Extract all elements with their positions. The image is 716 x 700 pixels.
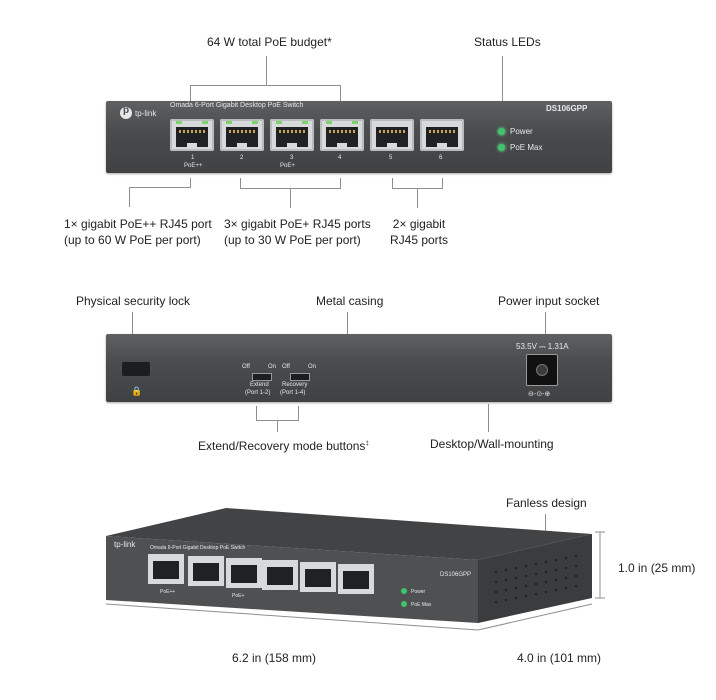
leader-line [417, 188, 418, 208]
power-rating: 53.5V ⎓ 1.31A [516, 342, 569, 351]
ventilation-grille [494, 554, 578, 604]
power-led [498, 128, 505, 135]
tp-link-logo-icon [120, 105, 132, 119]
iso-poe-max-label: PoE Max [411, 602, 432, 608]
recovery-switch[interactable] [290, 373, 310, 381]
poe-max-led-label: PoE Max [510, 143, 543, 152]
iso-poe-max-led [401, 601, 407, 607]
leader-line [190, 85, 191, 101]
dim-depth-line [477, 603, 593, 631]
leader-line [545, 514, 546, 544]
switch2-name: Recovery [282, 382, 308, 388]
poe-plus-plus-label: PoE++ [184, 163, 203, 169]
brand-name: tp-link [135, 108, 157, 118]
callout-mode-buttons: Extend/Recovery mode buttons‡ [198, 439, 369, 453]
iso-power-label: Power [411, 589, 426, 595]
switch-back-panel: 🔒 Off On Extend (Port 1-2) Off On Recove… [106, 334, 612, 402]
leader-line [298, 406, 299, 420]
leader-line [545, 312, 546, 348]
dim-height: 1.0 in (25 mm) [618, 561, 696, 575]
model-number: DS106GPP [546, 104, 588, 113]
leader-line [340, 178, 341, 188]
iso-poe-plus-label: PoE+ [232, 593, 244, 599]
switch2-sub: (Port 1-4) [280, 390, 306, 396]
leader-line [190, 178, 191, 188]
port-number: 2 [240, 155, 244, 161]
callout-security-lock: Physical security lock [76, 294, 191, 308]
switch-isometric-view: tp-link Omada 6-Port Gigabit Desktop PoE… [105, 508, 605, 631]
switch2-off-label: Off [282, 364, 290, 370]
callout-power-socket: Power input socket [498, 294, 600, 308]
switch1-name: Extend [250, 382, 269, 388]
dim-width-line [105, 603, 479, 631]
port-number: 1 [191, 155, 195, 161]
power-socket[interactable] [526, 354, 558, 386]
leader-line [340, 85, 341, 101]
dim-depth: 4.0 in (101 mm) [517, 651, 602, 665]
callout-fanless: Fanless design [506, 496, 587, 510]
iso-brand: tp-link [114, 540, 136, 549]
callout-metal-casing: Metal casing [316, 294, 384, 308]
iso-product-line: Omada 6-Port Gigabit Desktop PoE Switch [150, 545, 246, 551]
security-lock-slot [122, 362, 150, 376]
iso-poe-plus-plus-label: PoE++ [160, 589, 175, 595]
lock-icon: 🔒 [131, 386, 143, 396]
leader-line [277, 420, 278, 432]
polarity-icon: ⊖-⊙-⊕ [528, 391, 551, 398]
rj45-port-6 [420, 119, 464, 151]
leader-line [347, 312, 348, 334]
port-number: 4 [338, 155, 342, 161]
rj45-port-5 [370, 119, 414, 151]
rj45-port-4 [320, 119, 364, 151]
leader-line [129, 187, 191, 188]
leader-line [240, 178, 241, 188]
rj45-port-2 [220, 119, 264, 151]
extend-switch[interactable] [252, 373, 272, 381]
rj45-port-1 [170, 119, 214, 151]
callout-poe-budget: 64 W total PoE budget* [207, 35, 332, 49]
callout-ports-2-4: 3× gigabit PoE+ RJ45 ports (up to 30 W P… [224, 217, 371, 247]
switch1-sub: (Port 1-2) [245, 390, 271, 396]
poe-plus-label: PoE+ [280, 163, 295, 169]
leader-line [190, 85, 341, 86]
leader-line [502, 56, 503, 126]
dim-width: 6.2 in (158 mm) [232, 651, 317, 665]
callout-mounting: Desktop/Wall-mounting [430, 437, 554, 451]
product-line: Omada 6-Port Gigabit Desktop PoE Switch [170, 102, 304, 109]
leader-line [442, 178, 443, 188]
leader-line [488, 404, 489, 432]
switch1-off-label: Off [242, 364, 250, 370]
iso-ports [148, 554, 374, 594]
leader-line [290, 188, 291, 208]
port-number: 5 [389, 155, 393, 161]
top-face [106, 508, 592, 560]
callout-ports-5-6: 2× gigabit RJ45 ports [389, 217, 449, 247]
tp-link-logo: tp-link [120, 105, 157, 119]
switch-front-panel: tp-link Omada 6-Port Gigabit Desktop PoE… [106, 101, 612, 173]
port-number: 6 [439, 155, 443, 161]
power-led-label: Power [510, 127, 533, 136]
rj45-port-3 [270, 119, 314, 151]
switch1-on-label: On [268, 364, 277, 370]
switch2-on-label: On [308, 364, 317, 370]
port-number: 3 [290, 155, 294, 161]
leader-line [256, 406, 257, 420]
iso-power-led [401, 588, 407, 594]
callout-status-leds: Status LEDs [474, 35, 541, 49]
iso-model: DS106GPP [440, 572, 471, 578]
leader-line [392, 178, 393, 188]
callout-port1: 1× gigabit PoE++ RJ45 port (up to 60 W P… [64, 217, 212, 247]
poe-max-led [498, 144, 505, 151]
leader-line [129, 187, 130, 207]
leader-line [266, 56, 267, 85]
